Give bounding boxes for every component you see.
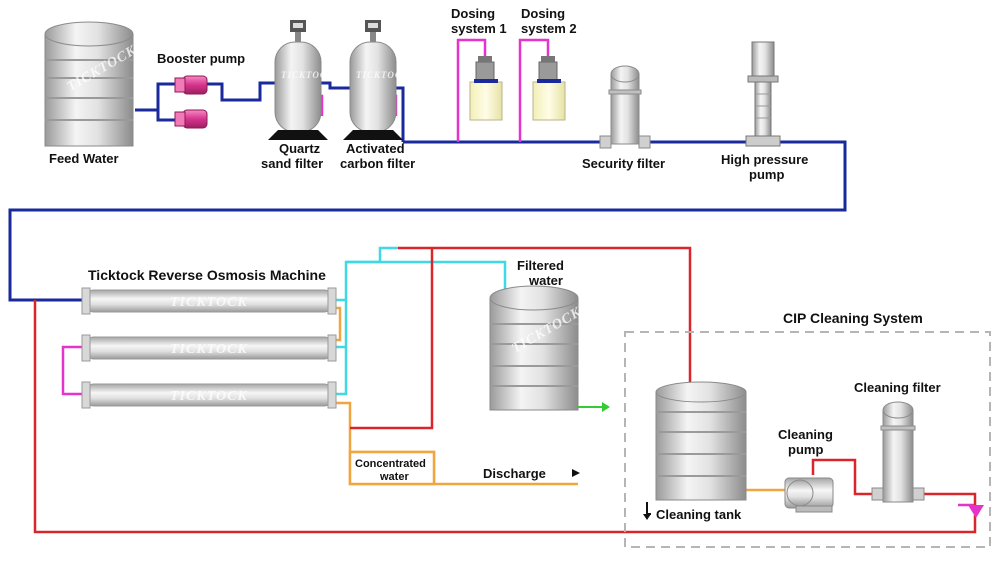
dosing2-label-1: Dosing xyxy=(521,6,565,21)
concentrated-label-1: Concentrated xyxy=(355,458,426,470)
dosing1-label-1: Dosing xyxy=(451,6,495,21)
booster-pump-label: Booster pump xyxy=(157,51,245,66)
filter-to-outlet xyxy=(922,492,977,505)
conc-out xyxy=(332,401,578,486)
filtered-label-2: water xyxy=(528,273,563,288)
cleaning-pump-label-1: Cleaning xyxy=(778,427,833,442)
return-loop xyxy=(33,300,977,534)
permeate-line xyxy=(332,246,507,396)
hp-pump-label-2: pump xyxy=(749,167,784,182)
dosing1-label-2: system 1 xyxy=(451,21,507,36)
discharge-arrow xyxy=(572,469,580,477)
cleaning-filter xyxy=(871,401,925,503)
dosing2-label-2: system 2 xyxy=(521,21,577,36)
ro-membrane-1: TICKTOCK xyxy=(81,287,337,315)
high-pressure-pump xyxy=(745,41,781,147)
ro1-watermark: TICKTOCK xyxy=(170,295,248,310)
filtered-water-tank: TICKTOCK xyxy=(489,285,585,411)
cip-system-label: CIP Cleaning System xyxy=(783,310,923,326)
booster-pump-lower xyxy=(174,109,208,129)
concentrated-water-box xyxy=(348,450,436,486)
carbon-watermark: TICKTOCK xyxy=(356,70,409,80)
activated-carbon-filter: TICKTOCK xyxy=(343,20,409,140)
permeate-top xyxy=(346,260,507,290)
filtered-label-1: Filtered xyxy=(517,258,564,273)
ro3-watermark: TICKTOCK xyxy=(170,389,248,404)
permeate-to-tank xyxy=(344,246,398,300)
feed-water-label: Feed Water xyxy=(49,151,119,166)
tank-link-mid xyxy=(350,248,434,430)
cleaning-pump-label-2: pump xyxy=(788,442,823,457)
quartz-label-1: Quartz xyxy=(279,141,321,156)
cleaning-tank xyxy=(643,381,747,520)
filtered-water-outlet xyxy=(578,402,610,412)
hp-pump-label-1: High pressure xyxy=(721,152,808,167)
feed-water-tank: TICKTOCK xyxy=(44,21,140,147)
quartz-label-2: sand filter xyxy=(261,156,323,171)
cleaning-line xyxy=(33,246,977,534)
pump-to-filter xyxy=(811,458,875,496)
cip-system-box xyxy=(624,331,991,548)
cleaning-filter-label: Cleaning filter xyxy=(854,380,941,395)
ro-interconnect xyxy=(61,345,86,396)
cip-outlet-arrow xyxy=(968,505,984,518)
security-filter-label: Security filter xyxy=(582,156,665,171)
ro-membrane-3: TICKTOCK xyxy=(81,381,337,409)
security-filter xyxy=(599,65,651,149)
booster-pump-upper xyxy=(174,75,208,95)
cleaning-pump xyxy=(784,477,834,513)
booster-manifold xyxy=(135,82,185,112)
dosing-tank-1 xyxy=(469,56,503,121)
carbon-label-1: Activated xyxy=(346,141,405,156)
quartz-sand-filter: TICKTOCK xyxy=(268,20,334,140)
ro2-watermark: TICKTOCK xyxy=(170,342,248,357)
quartz-watermark: TICKTOCK xyxy=(281,70,334,80)
cleaning-tank-label: Cleaning tank xyxy=(656,507,742,522)
dosing-tank-2 xyxy=(532,56,566,121)
ro-machine-label: Ticktock Reverse Osmosis Machine xyxy=(88,267,326,283)
tank-feed xyxy=(398,246,692,388)
concentrated-label-2: water xyxy=(379,471,409,483)
carbon-label-2: carbon filter xyxy=(340,156,415,171)
ro-membrane-2: TICKTOCK xyxy=(81,334,337,362)
discharge-label: Discharge xyxy=(483,466,546,481)
